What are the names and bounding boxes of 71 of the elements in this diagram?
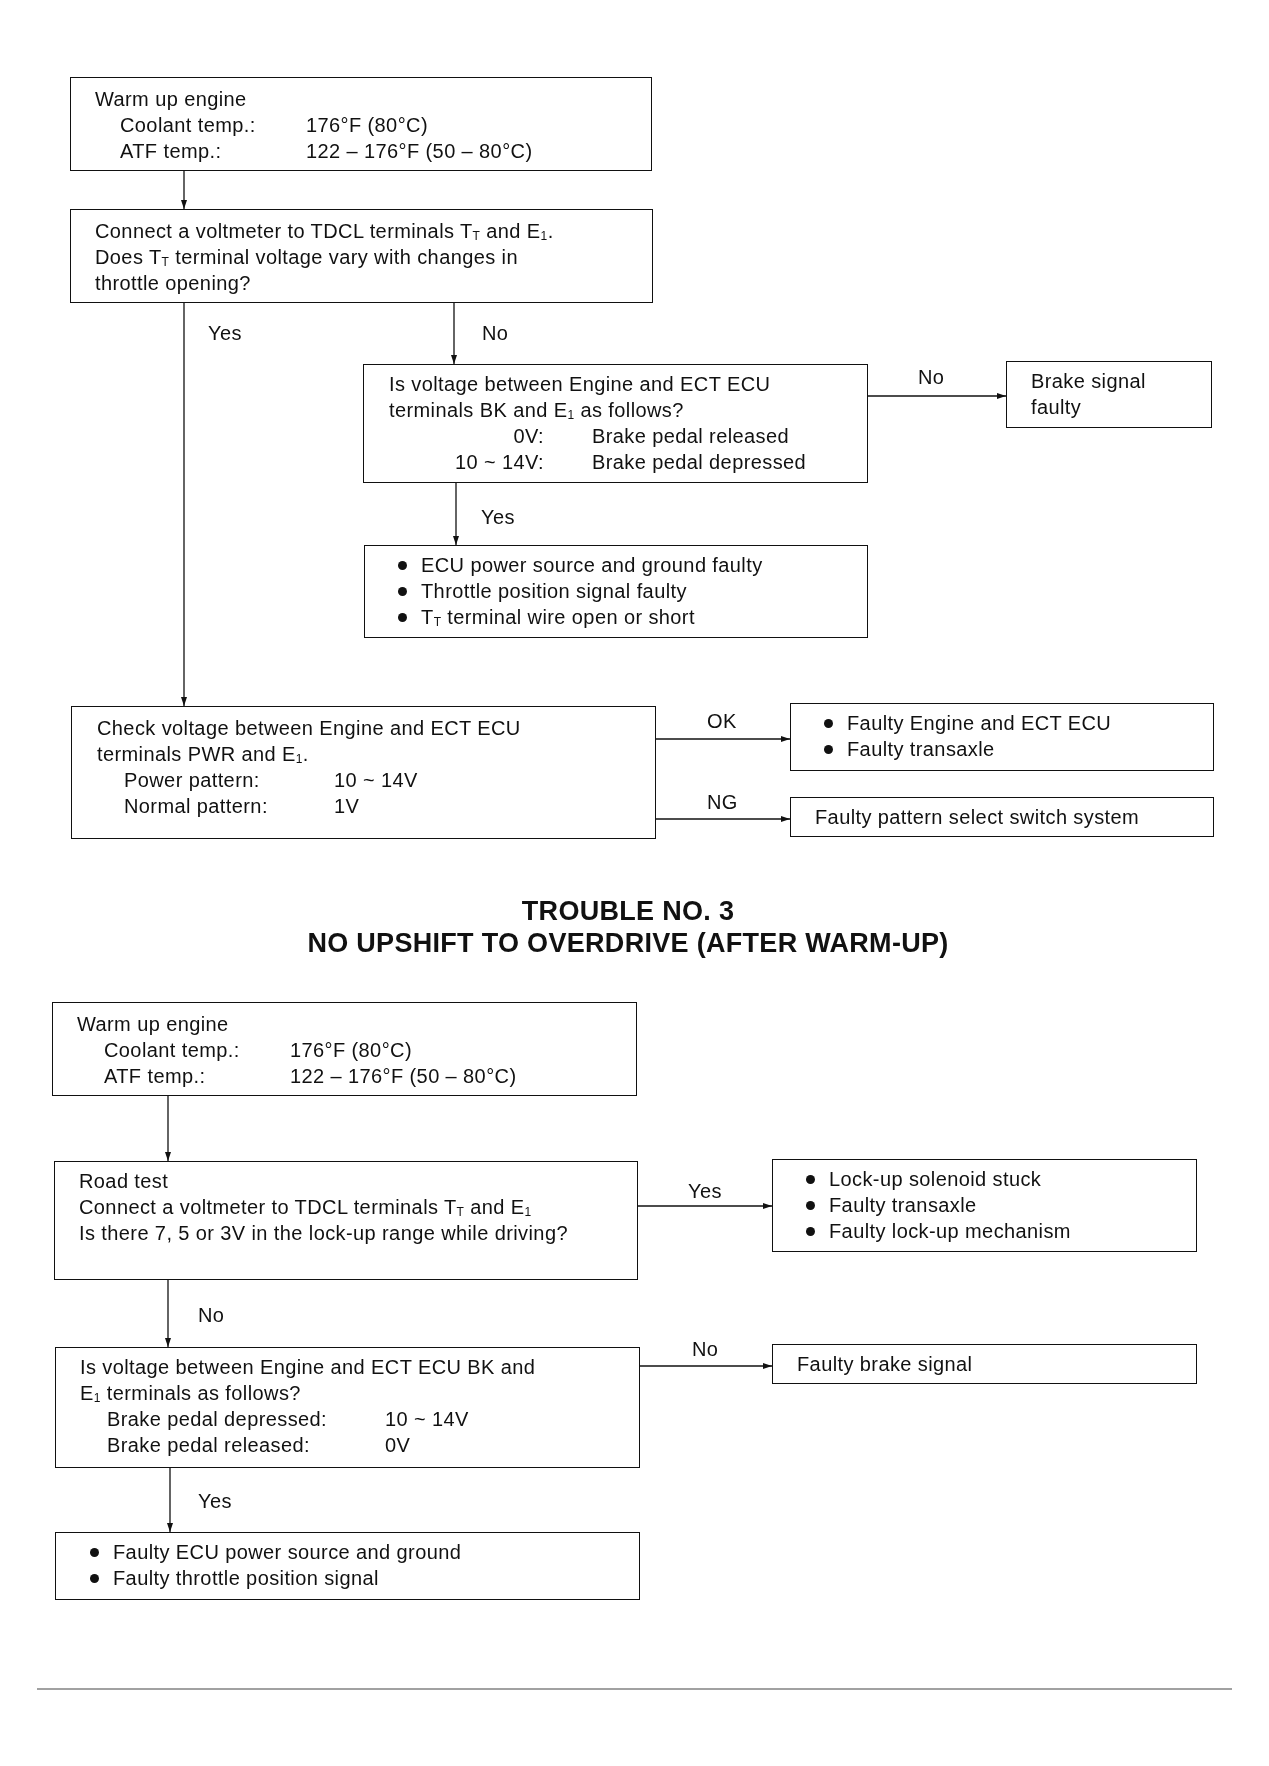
process-box bbox=[772, 1344, 1197, 1384]
box-text: Brake signal faulty bbox=[1031, 369, 1147, 420]
box-text: Warm up engine bbox=[77, 1012, 229, 1037]
box-text: Brake pedal released bbox=[592, 424, 789, 449]
box-text: 122 – 176°F (50 – 80°C) bbox=[306, 139, 533, 164]
process-box bbox=[772, 1159, 1197, 1252]
box-text: Throttle position signal faulty bbox=[421, 579, 687, 604]
box-text: T$_{T}$ terminal wire open or short bbox=[421, 605, 695, 630]
box-text: 10 ~ 14V bbox=[334, 768, 418, 793]
box-text: ATF temp.: bbox=[120, 139, 222, 164]
box-text: Check voltage between Engine and ECT ECU terminals PWR and E$_{1}$. bbox=[97, 716, 522, 767]
box-text: 176°F (80°C) bbox=[290, 1038, 412, 1063]
process-box bbox=[71, 706, 656, 839]
box-text: Warm up engine bbox=[95, 87, 247, 112]
section-heading: NO UPSHIFT TO OVERDRIVE (AFTER WARM-UP) bbox=[307, 928, 949, 959]
arrow bbox=[639, 1363, 773, 1369]
box-text: Faulty pattern select switch system bbox=[815, 805, 1140, 830]
process-box bbox=[55, 1532, 640, 1600]
box-text: Brake pedal released: bbox=[107, 1433, 310, 1458]
box-text: Faulty throttle position signal bbox=[113, 1566, 379, 1591]
box-text: 0V bbox=[385, 1433, 411, 1458]
box-text: Is voltage between Engine and ECT ECU terminals BK and E$_{1}$ as follows? bbox=[389, 372, 772, 423]
box-text: Faulty Engine and ECT ECU bbox=[847, 711, 1112, 736]
arrow bbox=[637, 1203, 773, 1209]
arrow bbox=[165, 1279, 171, 1348]
box-text: Power pattern: bbox=[124, 768, 260, 793]
box-text: Faulty transaxle bbox=[829, 1193, 977, 1218]
process-box bbox=[70, 77, 652, 171]
box-text: 10 ~ 14V: bbox=[453, 450, 544, 475]
process-box bbox=[70, 209, 653, 303]
process-box bbox=[52, 1002, 637, 1096]
box-text: 1V bbox=[334, 794, 360, 819]
process-box bbox=[364, 545, 868, 638]
box-text: ATF temp.: bbox=[104, 1064, 206, 1089]
box-text: Connect a voltmeter to TDCL terminals T$_{T}$ and E$_{1}$ bbox=[79, 1195, 532, 1220]
box-text: Brake pedal depressed: bbox=[107, 1407, 328, 1432]
process-box bbox=[54, 1161, 638, 1280]
box-text: Faulty lock-up mechanism bbox=[829, 1219, 1071, 1244]
arrow bbox=[165, 1095, 171, 1162]
box-text: Does T$_{T}$ terminal voltage vary with changes in throttle opening? bbox=[95, 245, 519, 296]
box-text: Connect a voltmeter to TDCL terminals T$_{T}$ and E$_{1}$. bbox=[95, 219, 554, 244]
box-text: Lock-up solenoid stuck bbox=[829, 1167, 1042, 1192]
arrow bbox=[655, 816, 791, 822]
arrow bbox=[451, 302, 457, 365]
box-text: Brake pedal depressed bbox=[592, 450, 807, 475]
box-text: Road test bbox=[79, 1169, 169, 1194]
box-text: Normal pattern: bbox=[124, 794, 268, 819]
box-text: 0V: bbox=[512, 424, 544, 449]
process-box bbox=[790, 797, 1214, 837]
arrow bbox=[181, 302, 187, 707]
arrow bbox=[867, 393, 1007, 399]
box-text: Coolant temp.: bbox=[120, 113, 256, 138]
box-text: 10 ~ 14V bbox=[385, 1407, 469, 1432]
box-text: Is there 7, 5 or 3V in the lock-up range while driving? bbox=[79, 1221, 569, 1246]
box-text: Coolant temp.: bbox=[104, 1038, 240, 1063]
arrow bbox=[655, 736, 791, 742]
arrow bbox=[181, 170, 187, 210]
box-text: 122 – 176°F (50 – 80°C) bbox=[290, 1064, 517, 1089]
process-box bbox=[1006, 361, 1212, 428]
arrow bbox=[453, 482, 459, 546]
box-text: 176°F (80°C) bbox=[306, 113, 428, 138]
section-heading: TROUBLE NO. 3 bbox=[521, 896, 735, 927]
box-text: Faulty brake signal bbox=[797, 1352, 973, 1377]
process-box bbox=[55, 1347, 640, 1468]
box-text: ECU power source and ground faulty bbox=[421, 553, 763, 578]
process-box bbox=[790, 703, 1214, 771]
box-text: Faulty transaxle bbox=[847, 737, 995, 762]
arrow bbox=[167, 1467, 173, 1533]
box-text: Is voltage between Engine and ECT ECU BK and E$_{1}$ terminals as follows? bbox=[80, 1355, 537, 1406]
process-box bbox=[363, 364, 868, 483]
box-text: Faulty ECU power source and ground bbox=[113, 1540, 462, 1565]
